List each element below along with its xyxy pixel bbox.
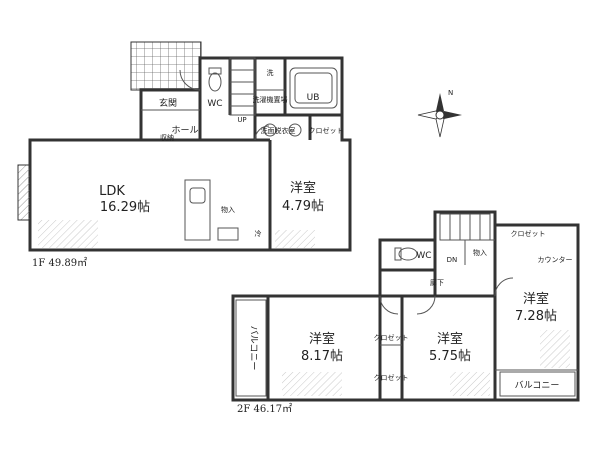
stairs-2f bbox=[439, 213, 491, 241]
counter-label: カウンター bbox=[538, 255, 573, 264]
stairs-1f bbox=[229, 57, 256, 116]
wc-1f-label: WC bbox=[207, 99, 222, 109]
pantry-1f-label: 物入 bbox=[221, 205, 235, 214]
closet1-2f-label: クロゼット bbox=[374, 333, 409, 342]
room1-2f-label: 洋室 bbox=[309, 331, 335, 347]
wc-2f-label: WC bbox=[416, 251, 431, 261]
dn-label: DN bbox=[447, 256, 458, 264]
ldk-bay-window bbox=[17, 164, 31, 221]
closet-top-label: クロゼット bbox=[511, 229, 546, 238]
room1-2f-size: 8.17帖 bbox=[301, 349, 343, 364]
floor2-area: 2F 46.17㎡ bbox=[237, 403, 292, 415]
storage-2f-label: 物入 bbox=[473, 248, 487, 257]
room2-2f-label: 洋室 bbox=[437, 331, 463, 347]
balcony-left-label: バルコニー bbox=[248, 326, 259, 371]
floor1-area: 1F 49.89㎡ bbox=[32, 257, 87, 269]
floor-2: 洋室 8.17帖 洋室 5.75帖 洋室 7.28帖 WC DN 物入 クロゼッ… bbox=[231, 210, 580, 415]
floor-1: LDK 16.29帖 洋室 4.79帖 玄関 WC ホール 収納 UB 洗面脱衣… bbox=[17, 41, 352, 269]
youshitsu-1f-label: 洋室 bbox=[290, 180, 316, 196]
closet-1f-label: クロゼット bbox=[309, 126, 344, 135]
compass-icon: N bbox=[417, 89, 462, 138]
ub-label: UB bbox=[307, 93, 320, 103]
youshitsu-1f-size: 4.79帖 bbox=[282, 199, 324, 214]
laundry-label: 洗 bbox=[267, 68, 274, 77]
ldk-label: LDK bbox=[99, 184, 125, 199]
washer-label: 洗濯機置場 bbox=[253, 95, 288, 104]
porch-tiles bbox=[130, 41, 202, 91]
room3-2f-label: 洋室 bbox=[523, 291, 549, 307]
toilet-2f bbox=[394, 247, 418, 261]
genkan-label: 玄関 bbox=[159, 97, 177, 109]
room3-2f-size: 7.28帖 bbox=[515, 309, 557, 324]
washer bbox=[263, 123, 277, 137]
stove bbox=[217, 227, 239, 241]
storage-1f-label: 収納 bbox=[160, 133, 174, 142]
ldk-size: 16.29帖 bbox=[100, 200, 150, 215]
corridor-label: 廊下 bbox=[430, 278, 444, 287]
toilet-1f bbox=[208, 67, 222, 92]
up-label: UP bbox=[237, 116, 246, 124]
compass-label: N bbox=[448, 89, 453, 97]
floor2-outer-wall bbox=[231, 210, 580, 402]
fridge-label: 冷 bbox=[255, 229, 262, 238]
closet2-2f-label: クロゼット bbox=[374, 373, 409, 382]
senmen-label: 洗面脱衣室 bbox=[261, 126, 296, 135]
hall-label: ホール bbox=[171, 125, 198, 136]
bathtub bbox=[289, 67, 338, 109]
room2-2f-size: 5.75帖 bbox=[429, 349, 471, 364]
washbasin bbox=[288, 123, 302, 137]
kitchen-counter bbox=[184, 179, 211, 241]
balcony-right-label: バルコニー bbox=[515, 380, 560, 391]
